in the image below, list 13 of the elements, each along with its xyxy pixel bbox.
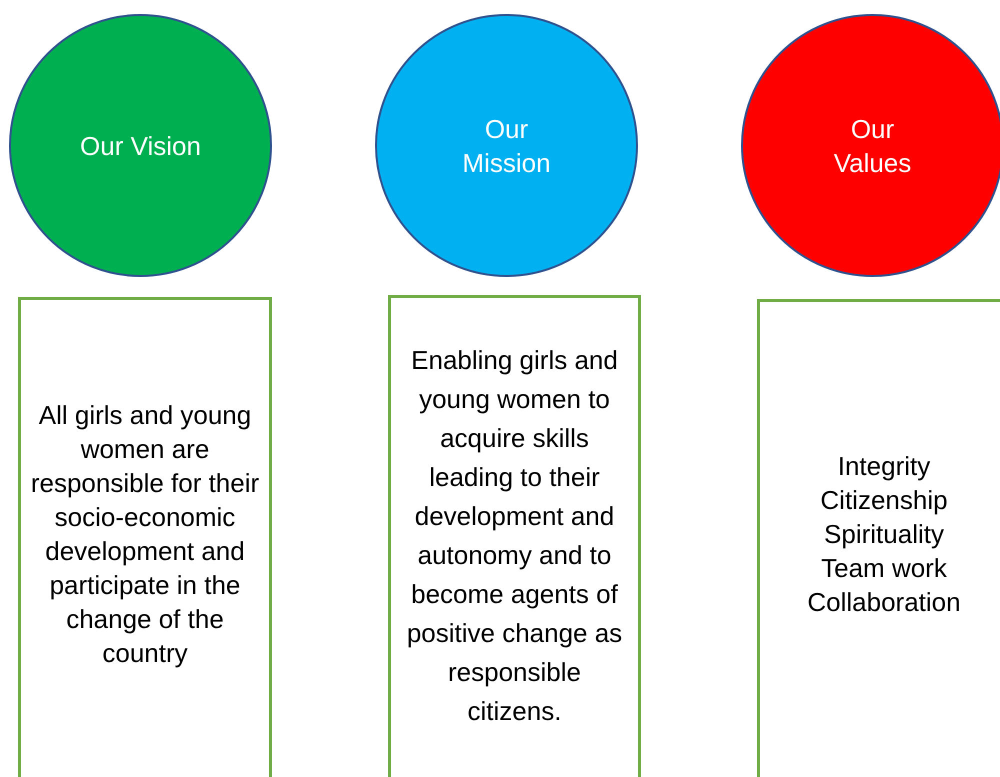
list-item: Citizenship — [819, 484, 949, 517]
list-item: Collaboration — [806, 586, 962, 619]
list-item: Team work — [820, 552, 948, 585]
text-panel — [18, 297, 272, 777]
list-item: Spirituality — [823, 518, 945, 551]
description-text: All girls and young women are responsible for their socio-economic development and participate in the change of the country — [30, 399, 260, 670]
text-panel — [757, 299, 1000, 777]
circle-heading: Our Mission — [461, 112, 552, 180]
circle-heading: Our Vision — [80, 130, 201, 162]
circle-heading: Our Values — [832, 112, 912, 180]
text-panel — [388, 295, 641, 777]
description-text: Enabling girls and young women to acquire skills leading to their development and autonomy and to become agents of positive change as responsible citizens. — [406, 344, 624, 728]
list-item: Integrity — [836, 450, 932, 483]
